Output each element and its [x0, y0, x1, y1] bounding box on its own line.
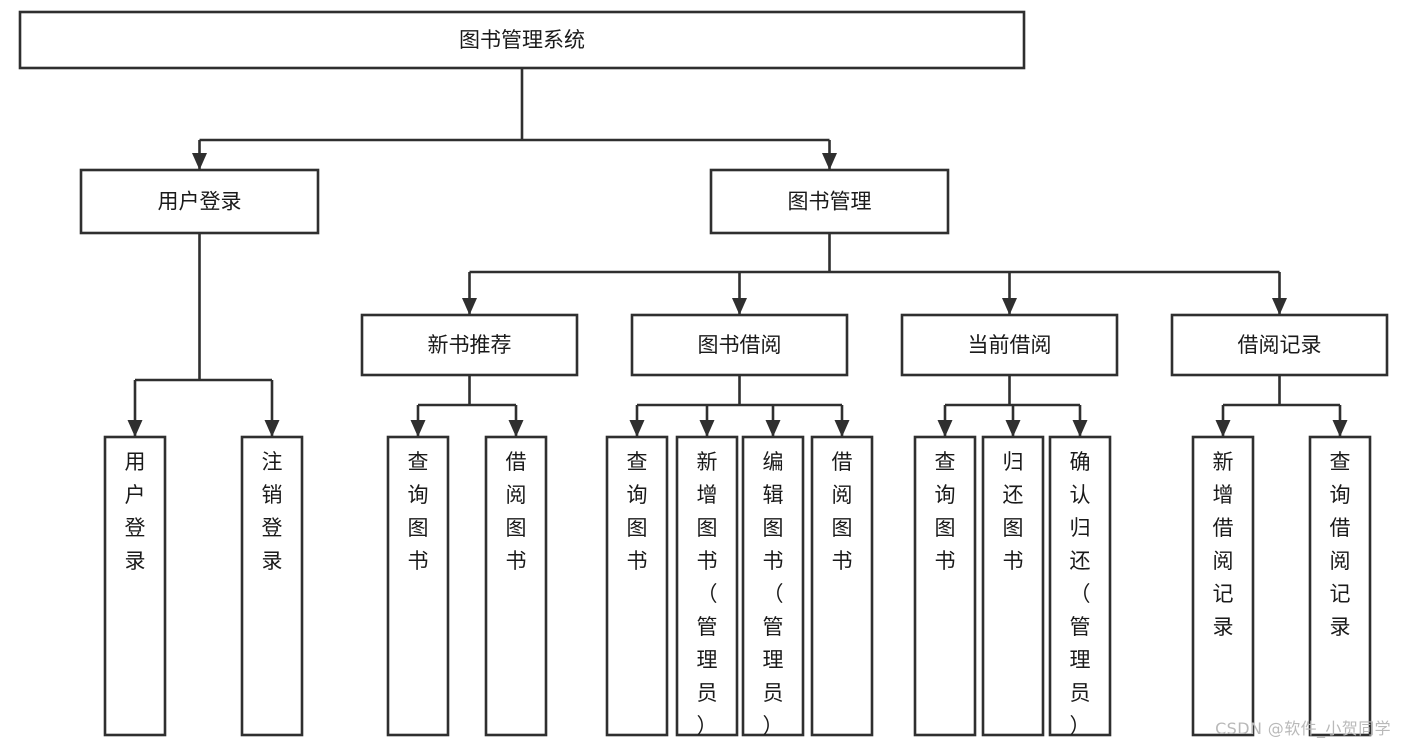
- node-leaf-borrow-book-2[interactable]: 借阅图书: [810, 435, 874, 737]
- node-label-current-borrow: 当前借阅: [968, 333, 1052, 357]
- node-leaf-user-login[interactable]: 用户登录: [103, 435, 167, 737]
- node-box-leaf-query-record: [1308, 435, 1372, 737]
- arrow-head-icon: [629, 420, 645, 437]
- node-label-leaf-borrow-book-1: 借阅图书: [506, 450, 527, 573]
- arrow-head-icon: [1332, 420, 1348, 437]
- node-leaf-add-book[interactable]: 新增图书（管理员）: [675, 435, 739, 738]
- node-leaf-query-book-1[interactable]: 查询图书: [386, 435, 450, 737]
- node-box-book-borrow: [630, 313, 849, 377]
- node-label-leaf-logout: 注销登录: [262, 450, 283, 573]
- node-leaf-confirm-return[interactable]: 确认归还（管理员）: [1048, 435, 1112, 738]
- arrow-head-icon: [699, 420, 715, 437]
- node-box-leaf-add-record: [1191, 435, 1255, 737]
- arrow-head-icon: [1005, 420, 1021, 437]
- node-label-leaf-return-book: 归还图书: [1003, 450, 1024, 573]
- node-box-leaf-borrow-book-1: [484, 435, 548, 737]
- node-box-leaf-query-book-2: [605, 435, 669, 737]
- node-box-leaf-confirm-return: [1048, 435, 1112, 737]
- arrow-head-icon: [192, 153, 207, 170]
- arrow-head-icon: [410, 420, 426, 437]
- connectors-layer: [127, 68, 1348, 437]
- node-root[interactable]: 图书管理系统: [18, 10, 1026, 70]
- node-box-new-book-recommend: [360, 313, 579, 377]
- node-box-current-borrow: [900, 313, 1119, 377]
- node-box-user-login: [79, 168, 320, 235]
- arrow-head-icon: [508, 420, 524, 437]
- node-box-leaf-borrow-book-2: [810, 435, 874, 737]
- node-box-leaf-user-login: [103, 435, 167, 737]
- node-leaf-add-record[interactable]: 新增借阅记录: [1191, 435, 1255, 737]
- node-book-borrow[interactable]: 图书借阅: [630, 313, 849, 377]
- node-label-leaf-edit-book: 编辑图书（管理员）: [763, 450, 784, 738]
- arrow-head-icon: [1072, 420, 1088, 437]
- nodes-layer: 图书管理系统用户登录图书管理新书推荐图书借阅当前借阅借阅记录用户登录注销登录查询…: [18, 10, 1389, 738]
- arrow-head-icon: [937, 420, 953, 437]
- arrow-head-icon: [834, 420, 850, 437]
- arrow-head-icon: [1002, 298, 1017, 315]
- node-box-leaf-query-book-3: [913, 435, 977, 737]
- node-label-leaf-add-book: 新增图书（管理员）: [697, 450, 718, 738]
- node-label-leaf-confirm-return: 确认归还（管理员）: [1070, 450, 1091, 738]
- csdn-watermark: CSDN @软件_小贺同学: [1215, 719, 1391, 738]
- arrow-head-icon: [462, 298, 477, 315]
- node-label-leaf-query-book-3: 查询图书: [935, 450, 956, 573]
- node-leaf-query-record[interactable]: 查询借阅记录: [1308, 435, 1372, 737]
- node-label-leaf-borrow-book-2: 借阅图书: [832, 450, 853, 573]
- node-box-leaf-return-book: [981, 435, 1045, 737]
- arrow-head-icon: [127, 420, 143, 437]
- node-new-book-recommend[interactable]: 新书推荐: [360, 313, 579, 377]
- node-label-book-borrow: 图书借阅: [698, 333, 782, 357]
- arrow-head-icon: [1272, 298, 1287, 315]
- node-label-leaf-user-login: 用户登录: [125, 450, 146, 573]
- node-label-borrow-record: 借阅记录: [1238, 333, 1322, 357]
- arrow-head-icon: [1215, 420, 1231, 437]
- node-borrow-record[interactable]: 借阅记录: [1170, 313, 1389, 377]
- node-leaf-logout[interactable]: 注销登录: [240, 435, 304, 737]
- node-label-book-manage: 图书管理: [788, 190, 872, 214]
- node-label-new-book-recommend: 新书推荐: [428, 333, 512, 357]
- node-box-leaf-edit-book: [741, 435, 805, 737]
- arrow-head-icon: [264, 420, 280, 437]
- node-label-user-login: 用户登录: [158, 190, 242, 214]
- node-leaf-borrow-book-1[interactable]: 借阅图书: [484, 435, 548, 737]
- arrow-head-icon: [765, 420, 781, 437]
- node-box-leaf-query-book-1: [386, 435, 450, 737]
- node-leaf-query-book-3[interactable]: 查询图书: [913, 435, 977, 737]
- arrow-head-icon: [822, 153, 837, 170]
- node-box-borrow-record: [1170, 313, 1389, 377]
- node-label-root: 图书管理系统: [459, 28, 585, 52]
- node-label-leaf-query-record: 查询借阅记录: [1330, 450, 1351, 639]
- node-box-book-manage: [709, 168, 950, 235]
- node-box-leaf-add-book: [675, 435, 739, 737]
- arrow-head-icon: [732, 298, 747, 315]
- node-box-leaf-logout: [240, 435, 304, 737]
- node-leaf-return-book[interactable]: 归还图书: [981, 435, 1045, 737]
- node-current-borrow[interactable]: 当前借阅: [900, 313, 1119, 377]
- node-box-root: [18, 10, 1026, 70]
- node-label-leaf-add-record: 新增借阅记录: [1213, 450, 1234, 639]
- node-label-leaf-query-book-1: 查询图书: [408, 450, 429, 573]
- node-label-leaf-query-book-2: 查询图书: [627, 450, 648, 573]
- node-leaf-edit-book[interactable]: 编辑图书（管理员）: [741, 435, 805, 738]
- node-leaf-query-book-2[interactable]: 查询图书: [605, 435, 669, 737]
- node-book-manage[interactable]: 图书管理: [709, 168, 950, 235]
- node-user-login[interactable]: 用户登录: [79, 168, 320, 235]
